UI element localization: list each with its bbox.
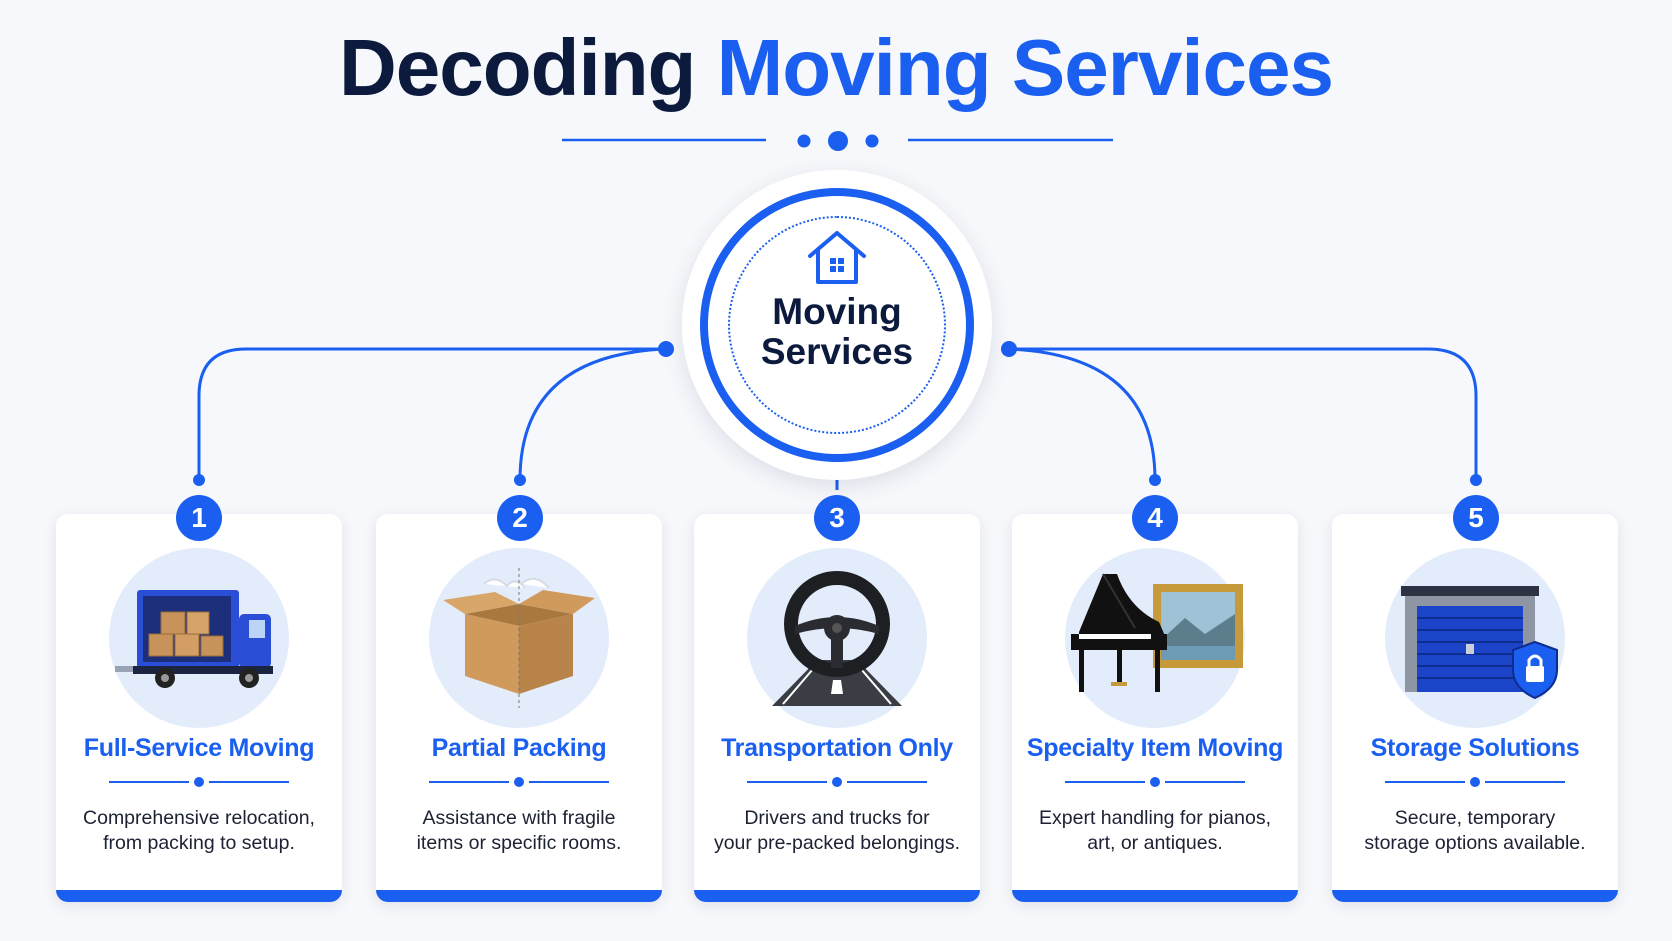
- service-card-storage: Storage Solutions Secure, temporary stor…: [1332, 514, 1618, 902]
- description-line: Secure, temporary: [1394, 807, 1556, 829]
- service-image-circle: [109, 548, 289, 728]
- card-accent-bar: [56, 890, 342, 902]
- service-card-transportation: Transportation Only Drivers and trucks f…: [694, 514, 980, 902]
- title-separator: [1385, 777, 1565, 787]
- hub-circle: Moving Services: [682, 170, 992, 480]
- service-image-circle: [747, 548, 927, 728]
- service-title: Specialty Item Moving: [1026, 734, 1284, 762]
- step-badge-5: 5: [1453, 495, 1499, 541]
- step-badge-4: 4: [1132, 495, 1178, 541]
- service-card-partial-packing: Partial Packing Assistance with fragile …: [376, 514, 662, 902]
- description-line: Drivers and trucks for: [744, 807, 930, 829]
- service-title: Storage Solutions: [1370, 734, 1580, 762]
- service-description: Secure, temporary storage options availa…: [1342, 806, 1608, 856]
- piano-painting-icon: [1071, 573, 1243, 692]
- card-accent-bar: [1332, 890, 1618, 902]
- service-description: Comprehensive relocation, from packing t…: [66, 806, 332, 856]
- title-separator: [109, 777, 289, 787]
- service-description: Assistance with fragile items or specifi…: [386, 806, 652, 856]
- card-accent-bar: [694, 890, 980, 902]
- description-line: Assistance with fragile: [422, 807, 616, 829]
- title-divider: [562, 131, 1113, 151]
- hub-label: Moving Services: [682, 292, 992, 372]
- house-icon: [808, 231, 866, 284]
- steering-wheel-icon: [772, 571, 902, 706]
- service-description: Drivers and trucks for your pre-packed b…: [704, 806, 970, 856]
- service-card-full-service: Full-Service Moving Comprehensive reloca…: [56, 514, 342, 902]
- description-line: items or specific rooms.: [416, 832, 622, 854]
- cardboard-box-icon: [443, 568, 595, 708]
- description-line: art, or antiques.: [1087, 832, 1223, 854]
- title-part-blue: Moving Services: [716, 23, 1334, 112]
- card-accent-bar: [1012, 890, 1298, 902]
- title-part-dark: Decoding: [338, 23, 696, 112]
- hub-label-line2: Services: [760, 331, 914, 372]
- service-description: Expert handling for pianos, art, or anti…: [1022, 806, 1288, 856]
- title-separator: [429, 777, 609, 787]
- description-line: your pre-packed belongings.: [713, 832, 961, 854]
- service-title: Partial Packing: [431, 734, 607, 762]
- hub-label-line1: Moving: [772, 291, 902, 332]
- moving-truck-icon: [115, 590, 273, 688]
- description-line: storage options available.: [1364, 832, 1586, 854]
- step-badge-2: 2: [497, 495, 543, 541]
- description-line: from packing to setup.: [103, 832, 295, 854]
- service-image-circle: [1385, 548, 1565, 728]
- title-separator: [1065, 777, 1245, 787]
- card-accent-bar: [376, 890, 662, 902]
- hub-dotted-ring: [728, 216, 946, 434]
- step-badge-1: 1: [176, 495, 222, 541]
- service-image-circle: [1065, 548, 1245, 728]
- step-badge-3: 3: [814, 495, 860, 541]
- page-title: Decoding Moving Services: [0, 22, 1672, 114]
- service-card-specialty-item: Specialty Item Moving Expert handling fo…: [1012, 514, 1298, 902]
- service-image-circle: [429, 548, 609, 728]
- storage-unit-lock-icon: [1401, 586, 1558, 700]
- service-title: Transportation Only: [721, 734, 953, 762]
- description-line: Comprehensive relocation,: [83, 807, 315, 829]
- title-separator: [747, 777, 927, 787]
- service-title: Full-Service Moving: [83, 734, 315, 762]
- description-line: Expert handling for pianos,: [1039, 807, 1271, 829]
